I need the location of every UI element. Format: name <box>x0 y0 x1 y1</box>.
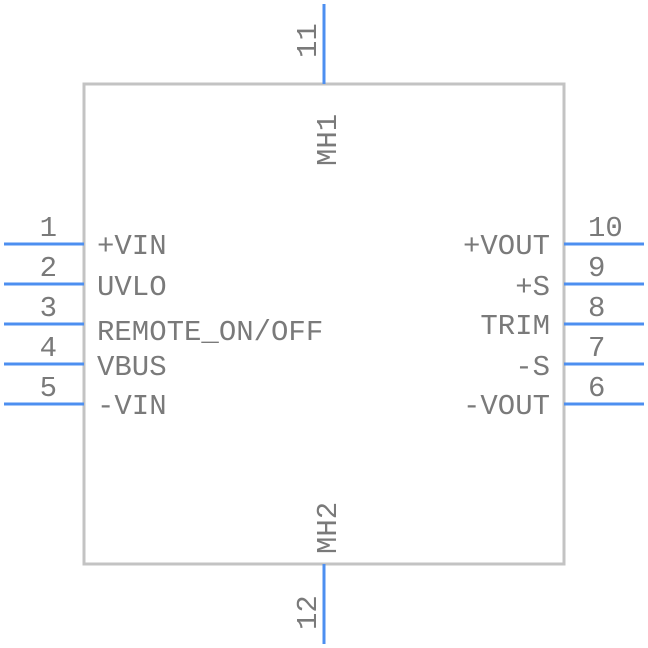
pin-number-7: 7 <box>588 332 605 365</box>
pin-number-2: 2 <box>40 252 57 285</box>
pin-name-12: MH2 <box>312 502 345 554</box>
pin-number-5: 5 <box>40 372 57 405</box>
pin-name-7: -S <box>515 351 550 384</box>
pin-name-2: UVLO <box>97 271 167 304</box>
pin-name-5: -VIN <box>97 390 167 423</box>
pin-number-10: 10 <box>588 212 623 245</box>
pin-name-8: TRIM <box>480 310 550 343</box>
pin-name-10: +VOUT <box>463 230 550 263</box>
pin-number-6: 6 <box>588 372 605 405</box>
pin-number-9: 9 <box>588 252 605 285</box>
pin-name-6: -VOUT <box>463 390 550 423</box>
pin-name-3: REMOTE_ON/OFF <box>97 316 323 349</box>
pin-name-1: +VIN <box>97 230 167 263</box>
pin-number-1: 1 <box>40 212 57 245</box>
pin-name-9: +S <box>515 271 550 304</box>
pin-number-11: 11 <box>292 23 325 58</box>
pin-name-4: VBUS <box>97 351 167 384</box>
pin-number-8: 8 <box>588 292 605 325</box>
pin-number-4: 4 <box>40 332 57 365</box>
pin-number-3: 3 <box>40 292 57 325</box>
pin-name-11: MH1 <box>312 114 345 166</box>
pin-number-12: 12 <box>292 595 325 630</box>
